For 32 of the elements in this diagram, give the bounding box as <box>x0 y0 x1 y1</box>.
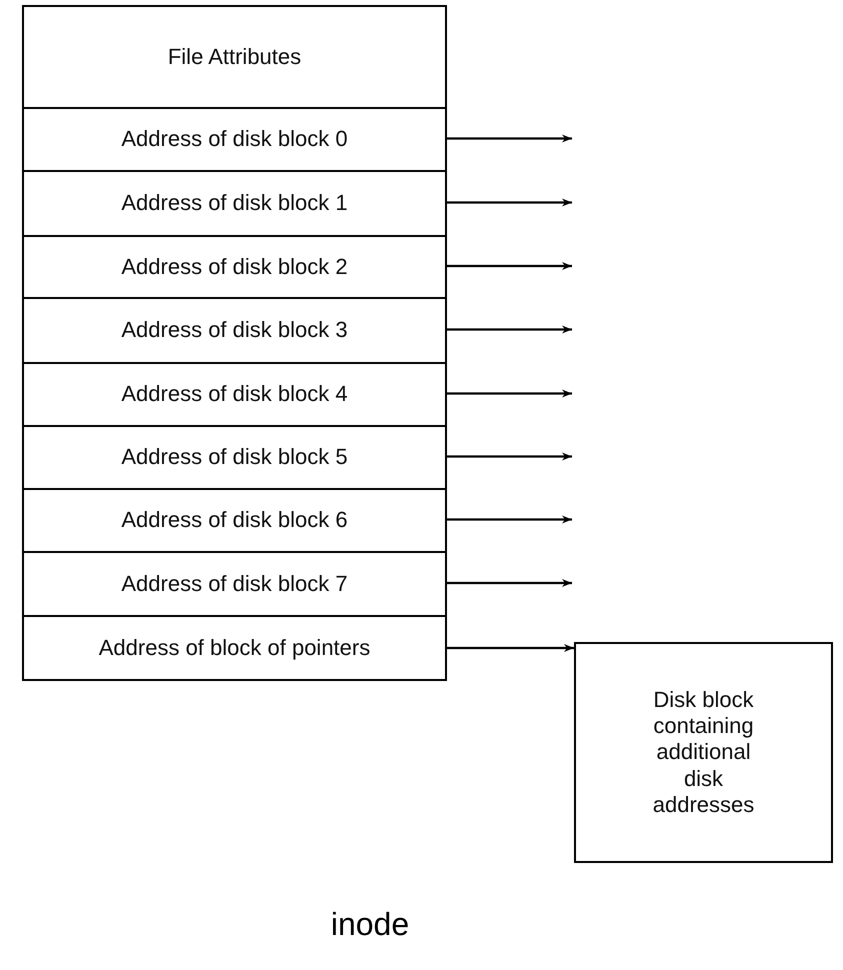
arrow <box>447 579 572 587</box>
row-label: Address of disk block 6 <box>121 507 348 534</box>
row-label: Address of disk block 2 <box>121 254 348 280</box>
row-label: Address of disk block 5 <box>121 444 348 471</box>
row-label: Address of disk block 0 <box>121 126 348 153</box>
table-row <box>22 170 447 237</box>
arrow <box>447 134 572 142</box>
arrow <box>447 516 572 524</box>
row-label: Address of block of pointers <box>98 634 370 662</box>
row-label: Address of disk block 1 <box>121 190 348 217</box>
table-row <box>22 297 447 364</box>
arrow <box>447 452 572 460</box>
row-label: Address of disk block 7 <box>121 570 348 598</box>
arrow <box>447 262 572 270</box>
table-row <box>22 362 447 427</box>
row-label: Disk block containing additional disk addresses <box>652 686 756 818</box>
row-label: Address of disk block 3 <box>121 317 348 344</box>
arrow <box>447 198 572 206</box>
arrow <box>447 644 574 652</box>
table-row <box>22 107 447 172</box>
table-row <box>22 551 447 617</box>
row-label: File Attributes <box>168 44 302 70</box>
row-label: Address of disk block 4 <box>121 381 348 408</box>
disk-block-box <box>574 642 833 863</box>
arrow <box>447 326 572 334</box>
table-row <box>22 235 447 299</box>
caption: inode <box>330 905 410 944</box>
arrow <box>447 390 572 398</box>
table-row <box>22 615 447 681</box>
table-row <box>22 488 447 553</box>
table-row <box>22 5 447 109</box>
table-row <box>22 425 447 490</box>
